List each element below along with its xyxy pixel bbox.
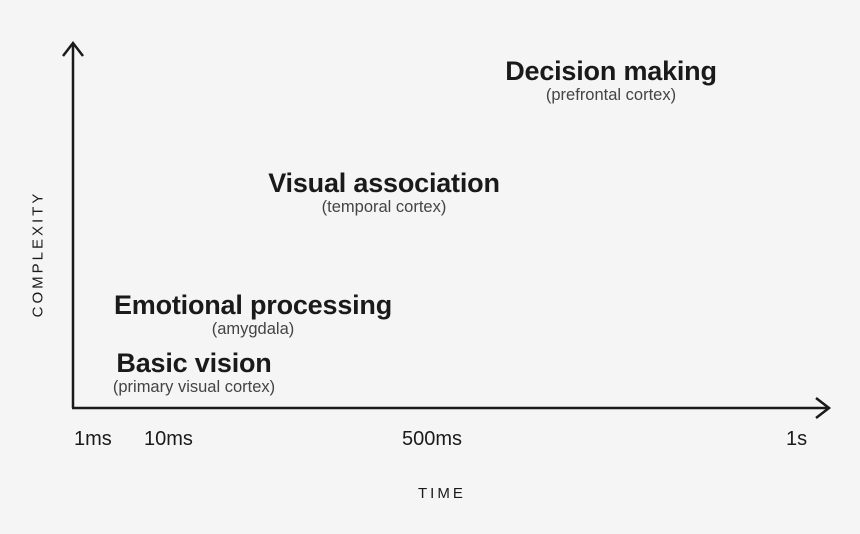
y-axis-arrow	[62, 40, 84, 57]
x-tick-500ms: 500ms	[402, 428, 463, 450]
y-axis-label: COMPLEXITY	[29, 190, 47, 318]
stage-basic-vision: Basic vision (primary visual cortex)	[96, 348, 292, 397]
stage-subtitle: (prefrontal cortex)	[545, 86, 677, 104]
stage-title: Visual association	[268, 168, 500, 198]
stage-title: Emotional processing	[113, 290, 393, 320]
stage-visual-association: Visual association (temporal cortex)	[256, 168, 512, 217]
stage-title: Decision making	[505, 56, 717, 86]
stage-emotional-processing: Emotional processing (amygdala)	[102, 290, 404, 339]
x-tick-10ms: 10ms	[144, 428, 193, 450]
x-tick-1ms: 1ms	[74, 428, 112, 450]
x-axis-arrow	[815, 397, 832, 419]
stage-subtitle: (amygdala)	[211, 320, 295, 338]
stage-decision-making: Decision making (prefrontal cortex)	[494, 56, 728, 105]
stage-title: Basic vision	[116, 348, 272, 378]
stage-subtitle: (primary visual cortex)	[112, 378, 276, 396]
x-tick-1s: 1s	[786, 428, 808, 450]
x-axis-label: TIME	[418, 485, 466, 502]
stage-subtitle: (temporal cortex)	[321, 198, 447, 216]
